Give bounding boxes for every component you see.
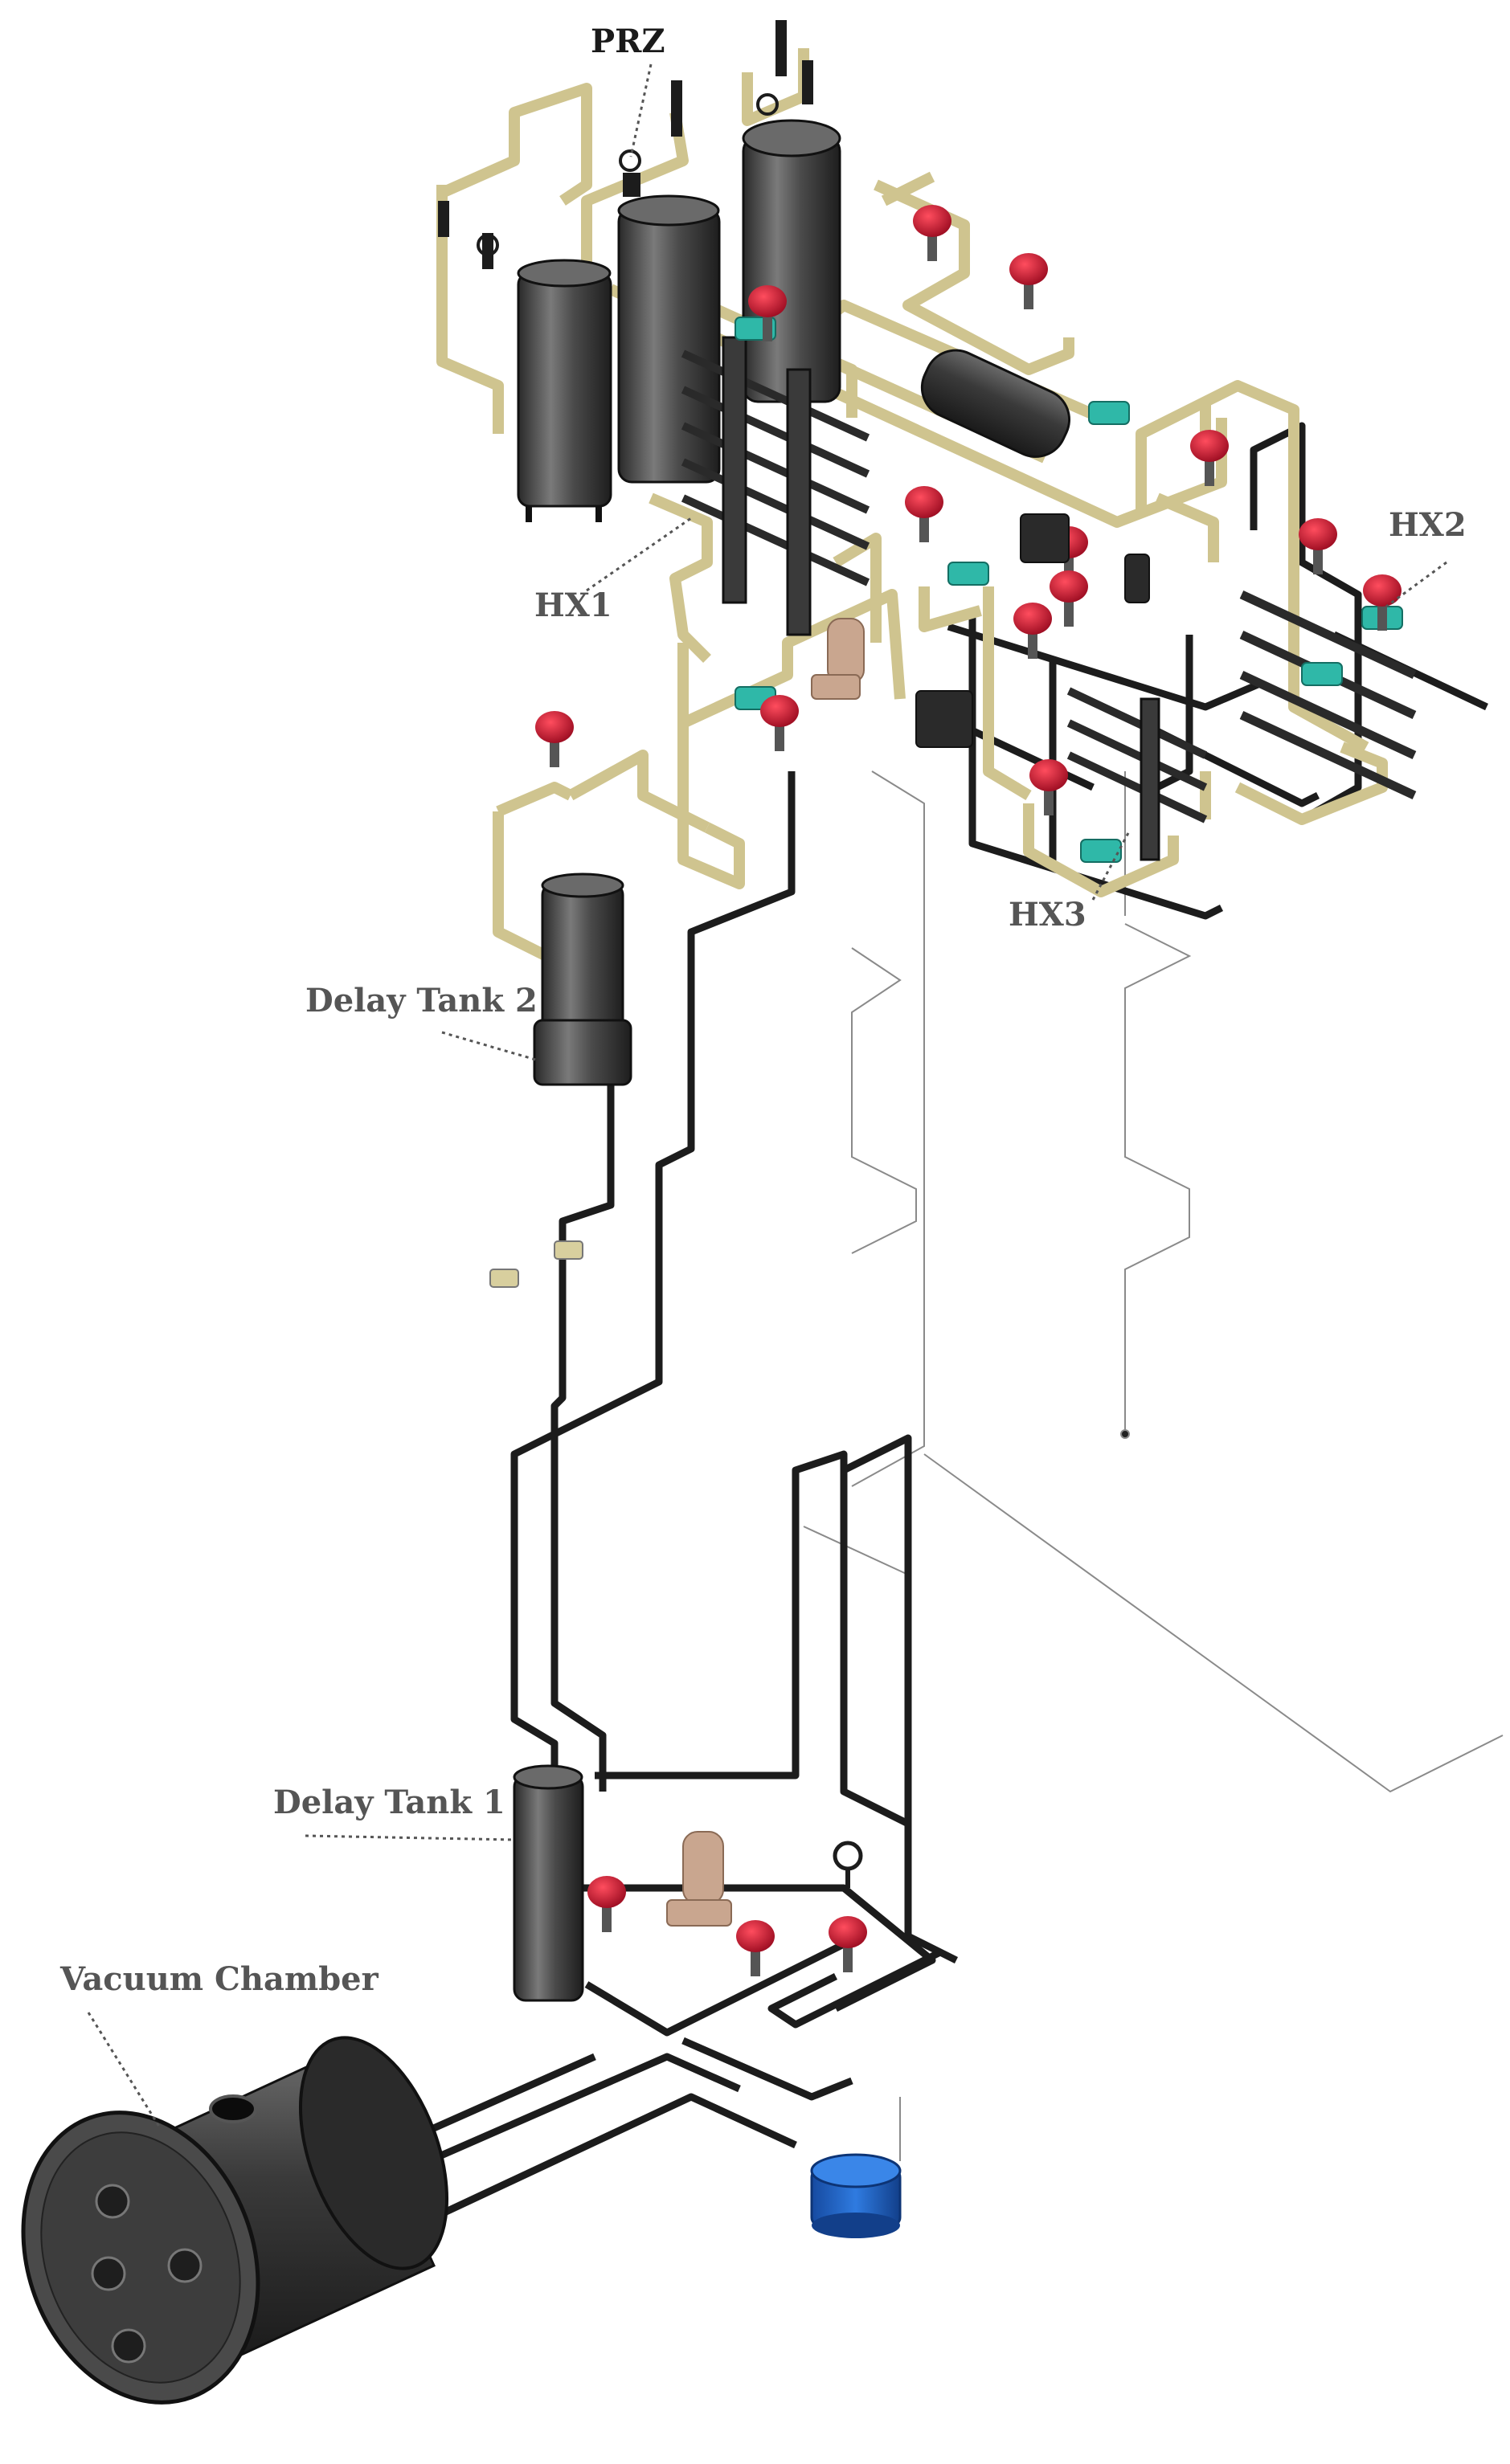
delay-tank-2-label: Delay Tank 2: [305, 982, 538, 1020]
vacuum-chamber-label: Vacuum Chamber: [60, 1960, 379, 1998]
tank-left: [517, 259, 612, 522]
blue-tank: [810, 2153, 902, 2238]
hx2-label: HX2: [1389, 506, 1467, 544]
delay-tank-1-label: Delay Tank 1: [273, 1784, 505, 1821]
prz-label: PRZ: [591, 22, 665, 60]
leader-lines: [87, 63, 1447, 2130]
pumps: [666, 618, 865, 1927]
hx1-bundle: [681, 336, 870, 636]
hx-block-units: [915, 513, 1150, 748]
hx3-label: HX3: [1009, 896, 1086, 934]
hand-valve: [833, 1841, 863, 1888]
delay-tank-1: [513, 1764, 584, 2002]
vacuum-chamber: [21, 2036, 449, 2405]
pressurizer-tank: [617, 194, 721, 484]
hx3-bundle: [1066, 687, 1208, 861]
horizontal-vessel: [920, 349, 1071, 458]
delay-tank-2: [533, 872, 632, 1086]
support-frame: [803, 770, 1504, 2161]
tank-right: [742, 119, 841, 403]
inline-fittings: [489, 1240, 583, 1288]
vent-valves: [438, 20, 813, 269]
hx1-label: HX1: [534, 586, 612, 624]
